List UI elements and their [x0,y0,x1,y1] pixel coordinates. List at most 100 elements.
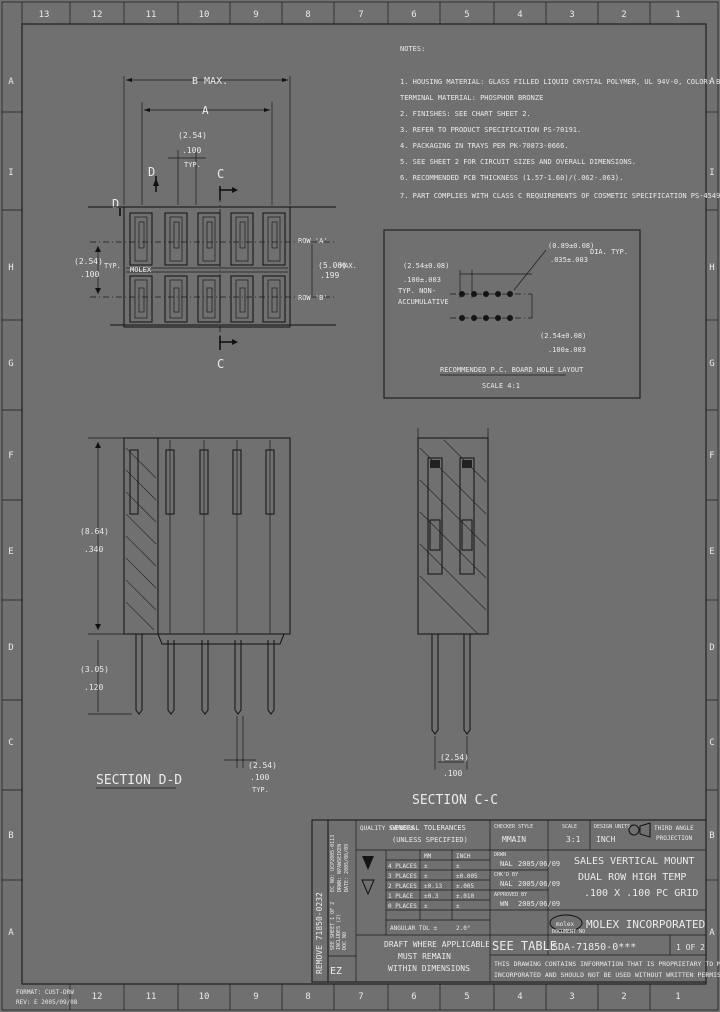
molex-logo-text: molex [556,921,574,928]
approved-label: APPROVED BY [494,892,527,898]
zone-top-12: 12 [92,10,103,20]
rev-detail-3: DOC NO [342,932,348,950]
drawn-date: 2005/06/09 [518,860,560,868]
drawn-val: NAL [500,860,513,868]
cavity-b3 [197,275,221,323]
section-dd-view: (8.64) .340 (3.05) [80,437,291,794]
zone-bottom-11: 11 [146,992,157,1002]
dd-height-mm: (8.64) [80,527,109,536]
tol-row-2-inch: ±0.005 [456,873,478,880]
description-2: DUAL ROW HIGH TEMP [578,872,686,883]
pitch-in: .100 [182,146,201,155]
tol-row-5-mm: ± [424,903,428,910]
zone-top-10: 10 [199,10,210,20]
dd-pitch-typ: TYP. [252,786,269,794]
cc-pitch-in: .100 [443,769,462,778]
zone-right-i: I [709,168,714,178]
notes-heading: NOTES: [400,45,425,53]
zone-top-9: 9 [253,10,258,20]
pcb-layout-title: RECOMMENDED P.C. BOARD HOLE LAYOUT [440,366,584,374]
cavity-b2 [164,275,188,323]
dd-tails [135,634,275,715]
format-line-2: REV: E 2005/09/08 [16,999,78,1006]
general-tolerances: GENERAL TOLERANCES [390,824,466,832]
rev-letter: EZ [330,966,342,977]
zone-bottom-5: 5 [464,992,469,1002]
tol-row-5-places: 0 PLACES [388,903,417,910]
unless-specified: (UNLESS SPECIFIED) [392,836,468,844]
housing-logo: MOLEX [130,266,152,274]
projection-2: PROJECTION [656,835,693,842]
tol-row-1-places: 4 PLACES [388,863,417,870]
section-cc-label: SECTION C-C [412,793,498,808]
zone-top-1: 1 [675,10,680,20]
zone-top-8: 8 [305,10,310,20]
draft-line-1: DRAFT WHERE APPLICABLE [384,940,490,949]
cavity-b4 [230,275,254,323]
dd-contacts [129,440,275,634]
zone-right-f: F [709,451,714,461]
note-5: 5. SEE SHEET 2 FOR CIRCUIT SIZES AND OVE… [400,158,636,166]
projection-1: THIRD ANGLE [654,825,694,832]
pitch-mm: (2.54) [178,131,207,140]
dim-a: A [202,104,209,117]
zone-left-a: A [8,928,14,938]
note-1: 1. HOUSING MATERIAL: GLASS FILLED LIQUID… [400,78,720,86]
section-cc-view: (2.54) .100 SECTION C-C [412,428,498,808]
note-2: 2. FINISHES: SEE CHART SHEET 2. [400,110,531,118]
zone-bottom-3: 3 [569,992,574,1002]
cavity-a4 [230,212,254,266]
cavity-a2 [164,212,188,266]
pcb-tol-y-in: .100±.003 [548,346,586,354]
format-line-1: FORMAT: CUST-DRW [16,989,74,996]
notes-block: NOTES: 1. HOUSING MATERIAL: GLASS FILLED… [400,45,720,200]
top-view: B MAX. A (2.54) .100 TYP. D D C C [74,76,357,371]
zone-bottom-6: 6 [411,992,416,1002]
tol-row-3-mm: ±0.13 [424,883,442,890]
rev-detail-5: DRWN: NPAWSEIKEN [337,844,343,892]
contact-cavities [129,212,286,323]
row-pitch-in: .100 [80,270,99,279]
zone-top-6: 6 [411,10,416,20]
zone-left-f: F [8,451,13,461]
zone-right-a-top: A [709,77,715,87]
zone-top-2: 2 [621,10,626,20]
zone-left-d: D [8,643,13,653]
drawing-number: SDA-71850-0*** [552,942,636,953]
section-dd-label: SECTION D-D [96,773,182,788]
height-max: MAX. [340,262,357,270]
zone-left-c: C [8,738,13,748]
pitch-typ: TYP. [184,161,201,169]
rev-detail-6: DATE: 2005/06/09 [344,844,350,892]
tol-inch-label: INCH [456,853,471,860]
dd-tail-mm: (3.05) [80,665,109,674]
checker-style-val: MMAIN [502,835,526,844]
zone-bottom-10: 10 [199,992,210,1002]
draft-line-3: WITHIN DIMENSIONS [388,964,470,973]
draft-line-2: MUST REMAIN [398,952,451,961]
zone-bottom-7: 7 [358,992,363,1002]
checked-date: 2005/06/09 [518,880,560,888]
rev-detail-4: EC NO: UCP2005-0113 [330,835,336,892]
design-units-label: DESIGN UNITS [594,824,630,830]
zone-left-i: I [8,168,13,178]
scale-val: 3:1 [566,835,581,844]
pcb-layout-scale: SCALE 4:1 [482,382,520,390]
pcb-hole-mm: (0.89±0.08) [548,242,594,250]
height-in: .199 [320,271,339,280]
zone-top-7: 7 [358,10,363,20]
document-no-label: DOCUMENT NO [552,929,585,935]
cavity-b5 [262,275,286,323]
description-1: SALES VERTICAL MOUNT [574,856,694,867]
tol-row-1-mm: ± [424,863,428,870]
cc-pitch-mm: (2.54) [440,753,469,762]
design-units-val: INCH [596,835,615,844]
pcb-holes [459,291,513,321]
zone-top-4: 4 [517,10,522,20]
zone-left-h: H [8,263,13,273]
pcb-tol-y-mm: (2.54±0.08) [540,332,586,340]
quality-symbols: QUALITY SYMBOLS [360,825,415,832]
tol-row-5-inch: ± [456,903,460,910]
tol-row-4-places: 1 PLACE [388,893,414,900]
